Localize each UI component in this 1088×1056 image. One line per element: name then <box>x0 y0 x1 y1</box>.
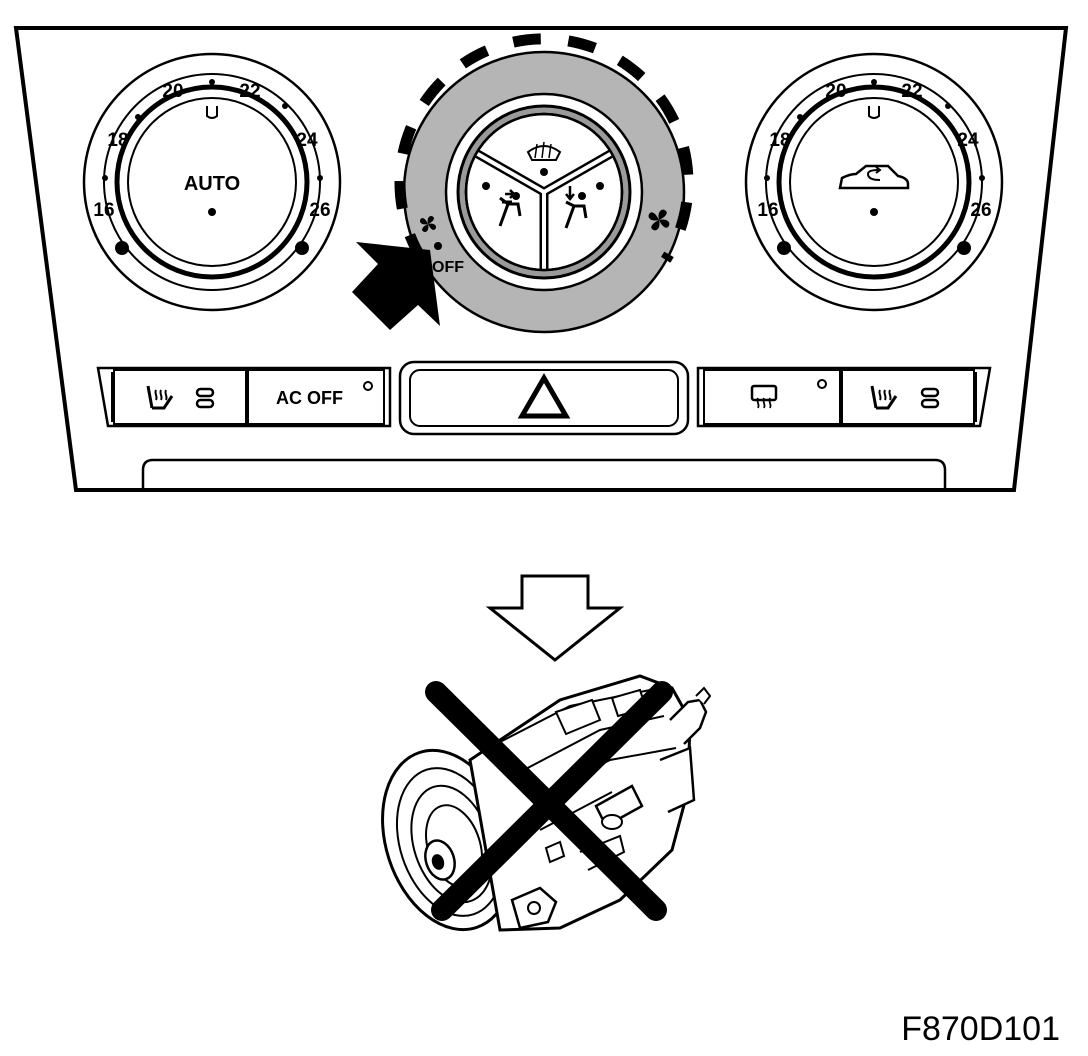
scale-16: 16 <box>93 200 114 221</box>
scale-26: 26 <box>970 200 991 221</box>
right-seat-heater-button[interactable] <box>841 369 975 425</box>
off-dot <box>434 242 442 250</box>
dial-pointer <box>868 106 880 119</box>
scale-dots <box>102 79 323 181</box>
max-marker <box>295 241 309 255</box>
face-vent-icon <box>482 182 522 227</box>
down-arrow-icon <box>485 574 625 662</box>
hazard-triangle-icon <box>517 373 571 419</box>
dial-pointer <box>206 106 218 119</box>
center-dot <box>870 208 878 216</box>
scale-16: 16 <box>757 200 778 221</box>
fan-speed-dial[interactable]: OFF <box>394 33 694 334</box>
car-recirculation-icon <box>838 164 910 190</box>
left-seat-heater-button[interactable] <box>113 369 247 425</box>
scale-18: 18 <box>107 130 128 151</box>
rear-defrost-icon <box>750 384 778 409</box>
center-dot <box>208 208 216 216</box>
ac-off-label: AC OFF <box>276 388 343 408</box>
fan-speed-segments <box>394 33 694 263</box>
not-operating-cross <box>425 681 673 921</box>
off-label: OFF <box>432 259 464 276</box>
ac-indicator <box>363 381 373 391</box>
ac-off-button[interactable]: AC OFF <box>247 369 385 425</box>
min-marker <box>115 241 129 255</box>
right-temperature-dial[interactable]: 16 18 20 22 24 26 <box>744 52 1004 312</box>
foot-vent-icon <box>564 182 604 229</box>
panel-bottom-slot <box>141 458 947 488</box>
hazard-button[interactable] <box>398 360 690 436</box>
figure-code: F870D101 <box>901 1010 1060 1048</box>
scale-26: 26 <box>309 200 330 221</box>
left-temperature-dial[interactable]: AUTO 16 18 20 22 24 26 <box>82 52 342 312</box>
scale-24: 24 <box>957 130 979 151</box>
scale-dots <box>764 79 985 181</box>
scale-24: 24 <box>296 130 318 151</box>
mode-divider <box>473 149 615 270</box>
scale-22: 22 <box>901 81 922 102</box>
scale-20: 20 <box>825 81 846 102</box>
max-marker <box>957 241 971 255</box>
defrost-indicator <box>817 379 827 389</box>
scale-20: 20 <box>162 81 183 102</box>
rear-defrost-button[interactable] <box>703 369 841 425</box>
pointer-arrow <box>352 242 440 330</box>
windshield-defrost-icon <box>526 141 562 176</box>
min-marker <box>777 241 791 255</box>
scale-18: 18 <box>769 130 790 151</box>
center-label: AUTO <box>184 173 240 195</box>
scale-22: 22 <box>239 81 260 102</box>
